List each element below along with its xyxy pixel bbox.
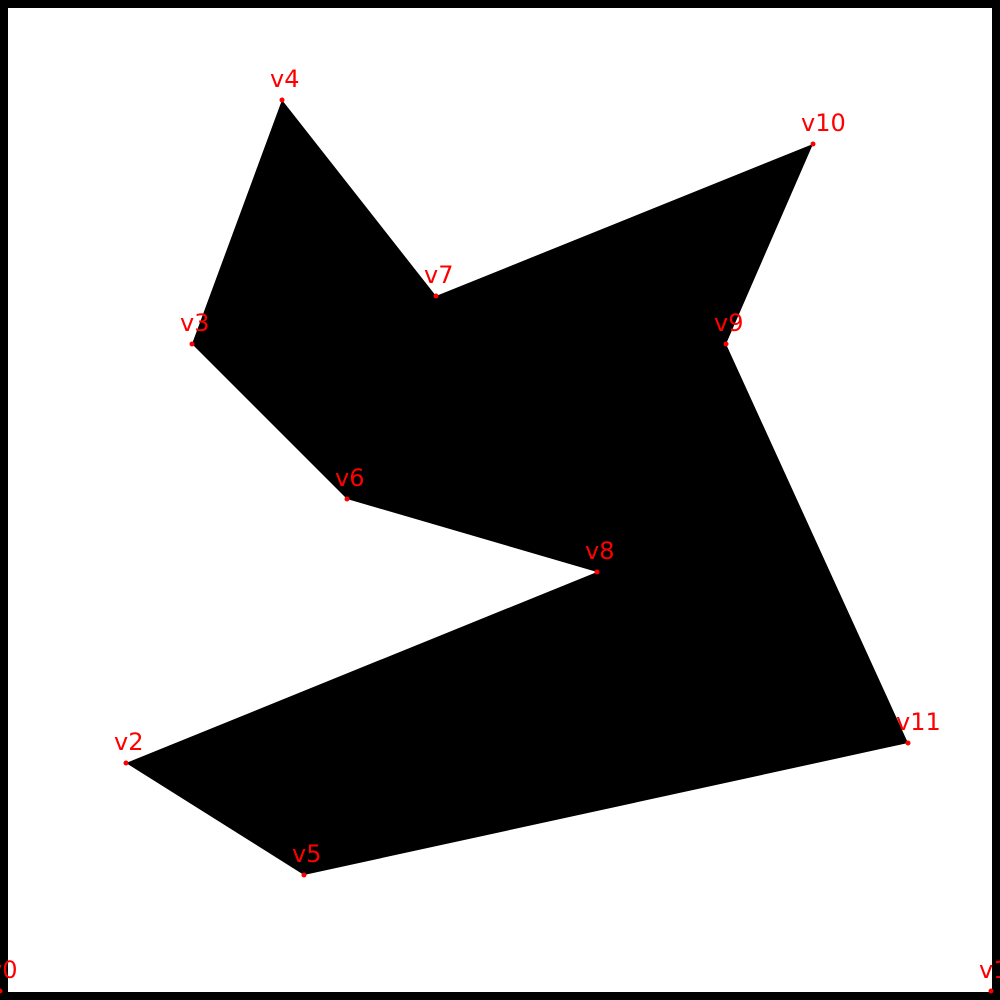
- vertex-markers: [0, 97, 994, 994]
- vertex-label-v2: v2: [114, 728, 143, 756]
- vertex-label-v6: v6: [335, 464, 364, 492]
- vertex-label-v11: v11: [896, 708, 941, 736]
- vertex-point-v9: [723, 341, 729, 347]
- vertex-label-v1: v1: [979, 956, 1000, 984]
- vertex-label-v0: v0: [0, 956, 17, 984]
- vertex-point-v7: [433, 293, 439, 299]
- vertex-point-v5: [301, 872, 307, 878]
- vertex-point-v11: [905, 740, 911, 746]
- vertex-label-v10: v10: [801, 109, 846, 137]
- vertex-label-v3: v3: [180, 309, 209, 337]
- vertex-point-v4: [279, 97, 285, 103]
- vertex-point-v6: [344, 496, 350, 502]
- vertex-point-v1: [988, 988, 994, 994]
- vertex-label-v7: v7: [424, 261, 453, 289]
- vertex-label-v4: v4: [270, 65, 299, 93]
- vertex-point-v0: [0, 988, 3, 994]
- vertex-point-v2: [123, 760, 129, 766]
- vertex-point-v3: [189, 341, 195, 347]
- vertex-label-v8: v8: [585, 537, 614, 565]
- vertex-labels: v0 v1 v2 v3 v4 v5 v6 v7 v8 v9 v10 v11: [0, 65, 1000, 984]
- vertex-point-v8: [594, 569, 600, 575]
- vertex-label-v9: v9: [714, 309, 743, 337]
- black-polygon: [126, 100, 908, 875]
- vertex-label-v5: v5: [292, 840, 321, 868]
- vertex-point-v10: [810, 141, 816, 147]
